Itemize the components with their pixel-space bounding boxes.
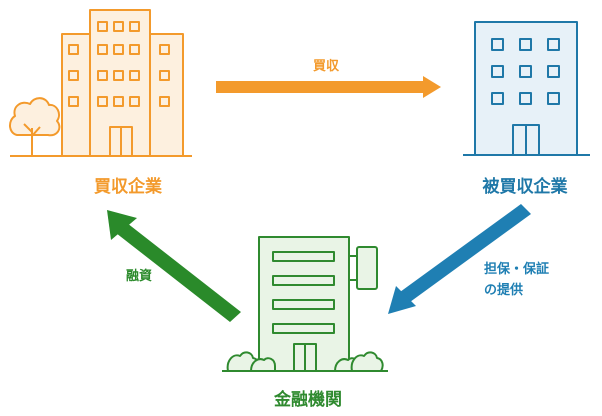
financing-arrow [107,210,241,322]
target-building-icon [463,21,590,156]
acquisition-arrow [216,76,441,98]
bush-icon [250,357,276,372]
collateral-label-line2: の提供 [484,282,523,298]
bank-building-icon [222,236,388,372]
bank-label: 金融機関 [273,389,342,410]
acquirer-building-icon [9,9,192,157]
tree-icon [9,97,61,137]
collateral-label-line1: 担保・保証 [484,261,549,277]
bush-icon [350,351,384,372]
target-label: 被買収企業 [483,176,568,197]
collateral-arrow [388,204,531,314]
acquisition-label: 買収 [313,59,340,74]
financing-label: 融資 [126,268,152,284]
acquirer-label: 買収企業 [94,176,162,197]
